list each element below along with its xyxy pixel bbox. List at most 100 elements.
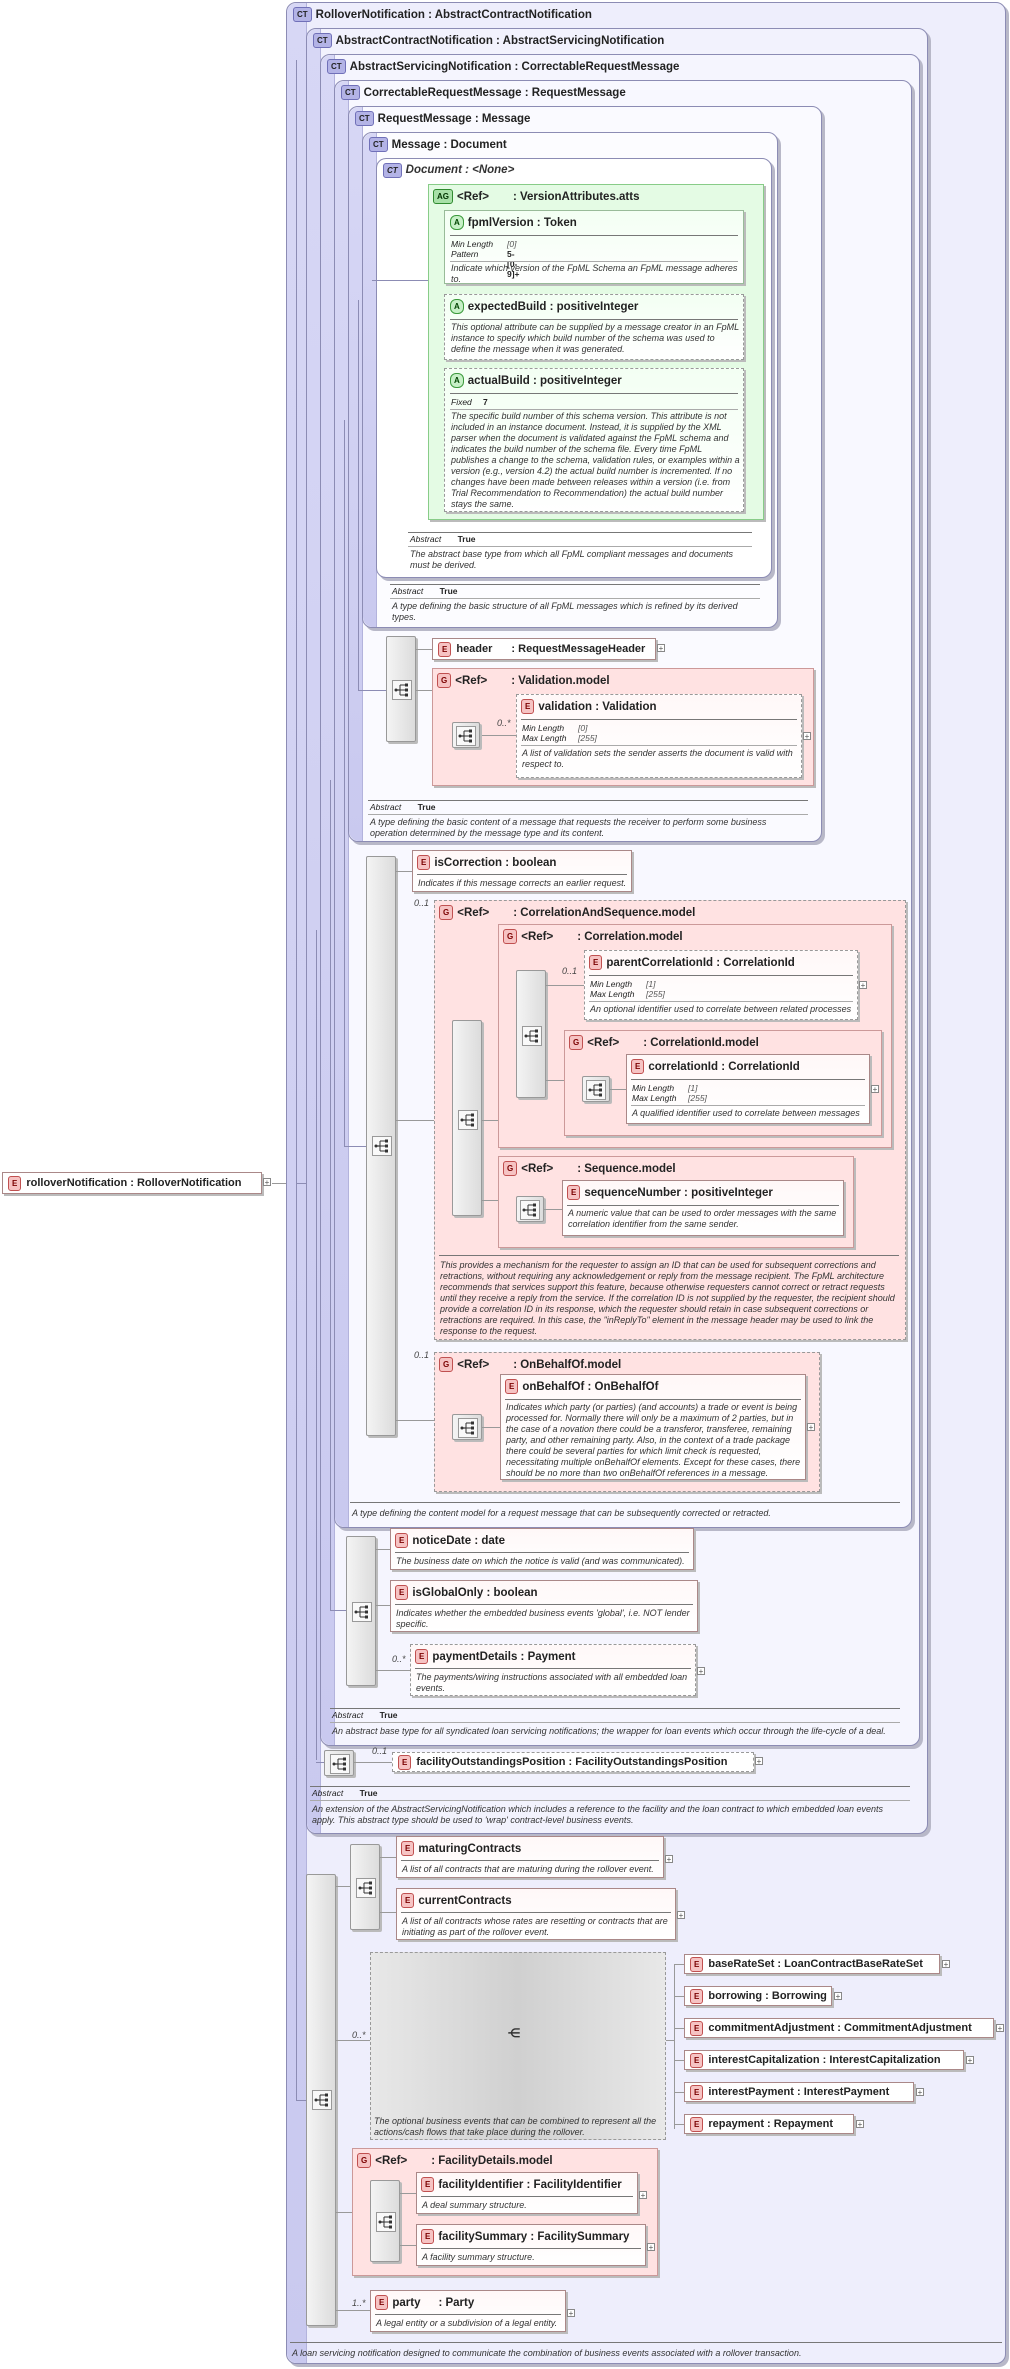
element-is-correction[interactable]: E isCorrection : boolean Indicates if th… bbox=[412, 850, 632, 892]
element-maturing-contracts[interactable]: E maturingContracts A list of all contra… bbox=[396, 1836, 664, 1878]
attribute-tag: A bbox=[450, 215, 464, 230]
element-name: party bbox=[392, 2296, 421, 2309]
cardinality: 0..1 bbox=[562, 966, 578, 976]
element-name: header bbox=[456, 643, 493, 655]
expand-icon[interactable]: + bbox=[657, 644, 665, 653]
attribute-actual-build[interactable]: A actualBuild : positiveInteger Fixed 7 … bbox=[444, 368, 744, 512]
sequence-icon bbox=[376, 2212, 396, 2232]
type-title: RolloverNotification : AbstractContractN… bbox=[315, 8, 592, 21]
attribute-doc: This optional attribute can be supplied … bbox=[451, 322, 739, 354]
cardinality: 0..1 bbox=[414, 898, 430, 908]
element-on-behalf-of[interactable]: E onBehalfOf : OnBehalfOf Indicates whic… bbox=[500, 1374, 806, 1480]
type-title: AbstractServicingNotification : Correcta… bbox=[349, 60, 680, 73]
sequence-icon bbox=[520, 1200, 540, 1220]
expand-icon[interactable]: + bbox=[639, 2191, 647, 2200]
sequence-icon bbox=[330, 1754, 350, 1774]
element-is-global-only[interactable]: E isGlobalOnly : boolean Indicates wheth… bbox=[390, 1580, 698, 1632]
cardinality: 0..1 bbox=[372, 1746, 388, 1756]
expand-icon[interactable]: + bbox=[996, 2024, 1004, 2033]
element-header[interactable]: E header : RequestMessageHeader bbox=[432, 638, 656, 660]
expand-icon[interactable]: + bbox=[916, 2088, 924, 2097]
facet-key: Abstract bbox=[332, 1710, 364, 1720]
attribute-label: expectedBuild : positiveInteger bbox=[467, 300, 639, 313]
cardinality: 1..* bbox=[352, 2298, 366, 2308]
element-label: correlationId : CorrelationId bbox=[648, 1060, 800, 1073]
facet-key: Min Length bbox=[590, 979, 633, 989]
sequence-icon bbox=[312, 2090, 332, 2110]
root-element[interactable]: E rolloverNotification : RolloverNotific… bbox=[2, 1172, 262, 1194]
expand-icon[interactable]: + bbox=[807, 1423, 815, 1432]
choice-item-label: interestCapitalization : InterestCapital… bbox=[708, 2054, 941, 2066]
expand-icon[interactable]: + bbox=[263, 1178, 271, 1187]
expand-icon[interactable]: + bbox=[859, 981, 867, 990]
element-label: sequenceNumber : positiveInteger bbox=[584, 1186, 773, 1199]
complex-type-tag: CT bbox=[313, 33, 332, 48]
expand-icon[interactable]: + bbox=[697, 1667, 705, 1676]
element-tag: E bbox=[401, 1841, 415, 1856]
expand-icon[interactable]: + bbox=[803, 732, 811, 741]
element-doc: A qualified identifier used to correlate… bbox=[632, 1108, 860, 1118]
group-name: : VersionAttributes.atts bbox=[512, 190, 640, 203]
group-tag: G bbox=[439, 1357, 454, 1372]
element-doc: A facility summary structure. bbox=[422, 2252, 535, 2262]
element-facility-summary[interactable]: E facilitySummary : FacilitySummary A fa… bbox=[416, 2224, 646, 2266]
element-tag: E bbox=[421, 2177, 435, 2192]
element-sequence-number[interactable]: E sequenceNumber : positiveInteger A num… bbox=[562, 1180, 844, 1236]
element-label: noticeDate : date bbox=[412, 1534, 506, 1547]
attribute-expected-build[interactable]: A expectedBuild : positiveInteger This o… bbox=[444, 294, 744, 360]
facet-value: [0] bbox=[507, 239, 517, 249]
element-tag: E bbox=[421, 2229, 435, 2244]
choice-icon: ⋲ bbox=[508, 2026, 520, 2040]
choice-item-label: baseRateSet : LoanContractBaseRateSet bbox=[708, 1958, 923, 1970]
expand-icon[interactable]: + bbox=[834, 1992, 842, 2001]
choice-compositor[interactable] bbox=[370, 1952, 666, 2140]
expand-icon[interactable]: + bbox=[647, 2243, 655, 2252]
facet-key: Abstract bbox=[370, 802, 402, 812]
sequence-icon bbox=[352, 1602, 372, 1622]
element-payment-details[interactable]: E paymentDetails : Payment The payments/… bbox=[410, 1644, 696, 1696]
cardinality: 0..* bbox=[352, 2030, 366, 2040]
expand-icon[interactable]: + bbox=[755, 1757, 763, 1766]
attribute-tag: A bbox=[450, 373, 464, 388]
attribute-tag: A bbox=[450, 299, 464, 314]
element-parent-correlation-id[interactable]: E parentCorrelationId : CorrelationId Mi… bbox=[584, 950, 858, 1020]
element-notice-date[interactable]: E noticeDate : date The business date on… bbox=[390, 1528, 694, 1570]
element-doc: An optional identifier used to correlate… bbox=[590, 1004, 852, 1014]
expand-icon[interactable]: + bbox=[966, 2056, 974, 2065]
expand-icon[interactable]: + bbox=[665, 1855, 673, 1864]
element-tag: E bbox=[690, 2052, 704, 2068]
element-facility-identifier[interactable]: E facilityIdentifier : FacilityIdentifie… bbox=[416, 2172, 638, 2214]
element-tag: E bbox=[690, 1956, 704, 1972]
element-doc: The business date on which the notice is… bbox=[396, 1556, 685, 1566]
expand-icon[interactable]: + bbox=[856, 2120, 864, 2129]
element-doc: A list of validation sets the sender ass… bbox=[522, 748, 793, 769]
element-validation[interactable]: E validation : Validation Min Length [0]… bbox=[516, 694, 802, 778]
sequence-icon bbox=[586, 1080, 606, 1100]
ref-label: <Ref> bbox=[457, 906, 490, 919]
element-correlation-id[interactable]: E correlationId : CorrelationId Min Leng… bbox=[626, 1054, 870, 1124]
sequence-icon bbox=[458, 1418, 478, 1438]
attribute-fpml-version[interactable]: A fpmlVersion : Token Min Length [0] Pat… bbox=[444, 210, 744, 284]
element-label: maturingContracts bbox=[418, 1842, 522, 1855]
facet-key: Min Length bbox=[522, 723, 565, 733]
expand-icon[interactable]: + bbox=[677, 1911, 685, 1920]
type-doc: The abstract base type from which all Fp… bbox=[410, 549, 733, 570]
expand-icon[interactable]: + bbox=[942, 1960, 950, 1969]
element-label: validation : Validation bbox=[538, 700, 657, 713]
attribute-label: actualBuild : positiveInteger bbox=[467, 374, 622, 387]
element-label: facilitySummary : FacilitySummary bbox=[438, 2230, 630, 2243]
element-current-contracts[interactable]: E currentContracts A list of all contrac… bbox=[396, 1888, 676, 1940]
element-party[interactable]: E party : Party A legal entity or a subd… bbox=[370, 2290, 566, 2332]
element-tag: E bbox=[690, 1988, 704, 2004]
facet-value: [1] bbox=[646, 979, 656, 989]
group-tag: G bbox=[437, 673, 452, 688]
expand-icon[interactable]: + bbox=[871, 1085, 879, 1094]
element-facility-outstandings-position[interactable]: E facilityOutstandingsPosition : Facilit… bbox=[392, 1752, 754, 1772]
expand-icon[interactable]: + bbox=[567, 2309, 575, 2318]
